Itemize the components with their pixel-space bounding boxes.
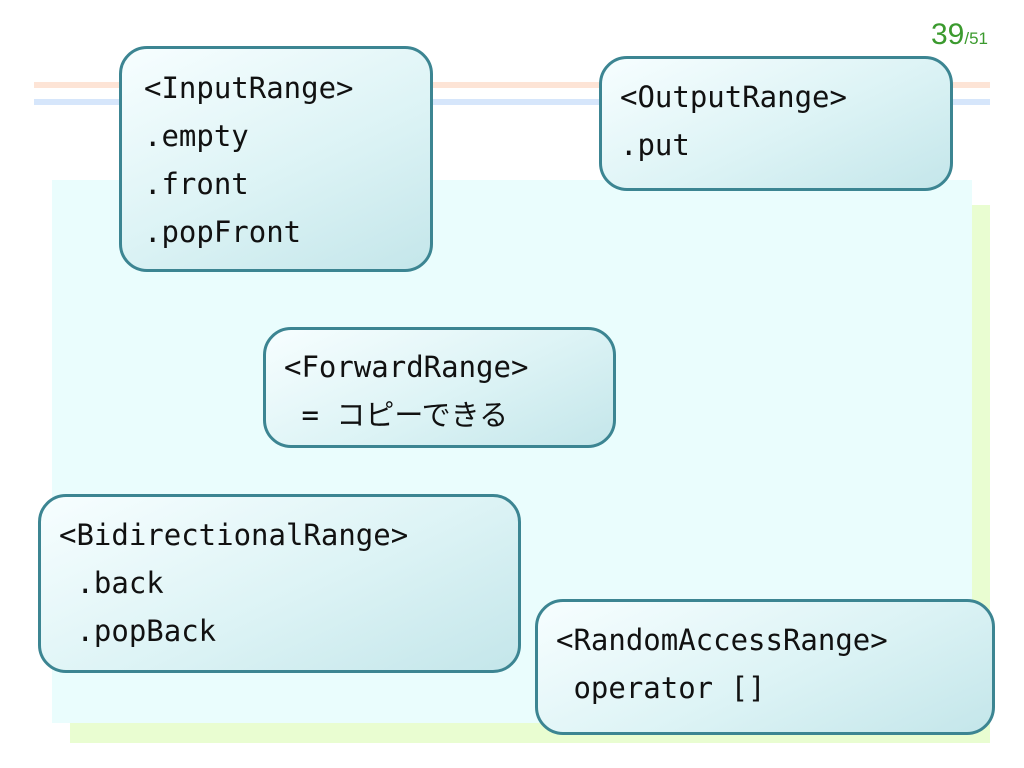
input-range-popfront: .popFront: [144, 215, 302, 249]
output-range-box: <OutputRange> .put: [599, 56, 953, 191]
bidirectional-range-popback: .popBack: [59, 614, 217, 648]
input-range-front: .front: [144, 167, 249, 201]
output-range-title: <OutputRange>: [620, 80, 847, 114]
page-total: /51: [964, 29, 988, 48]
forward-range-title: <ForwardRange>: [284, 350, 529, 384]
bidirectional-range-box: <BidirectionalRange> .back .popBack: [38, 494, 521, 673]
header-stripe-blue: [34, 99, 990, 105]
forward-range-copyable: コピーできる: [336, 398, 509, 432]
forward-range-equals: =: [284, 398, 337, 432]
input-range-empty: .empty: [144, 119, 249, 153]
random-access-range-operator: operator []: [556, 671, 766, 705]
forward-range-note-line: = コピーできる: [284, 391, 595, 439]
header-stripe-orange: [34, 82, 990, 88]
bidirectional-range-back: .back: [59, 566, 164, 600]
input-range-title: <InputRange>: [144, 71, 354, 105]
forward-range-box: <ForwardRange> = コピーできる: [263, 327, 616, 448]
input-range-box: <InputRange> .empty .front .popFront: [119, 46, 433, 272]
random-access-range-box: <RandomAccessRange> operator []: [535, 599, 995, 735]
page-number: 39/51: [931, 18, 988, 52]
page-current: 39: [930, 18, 965, 51]
bidirectional-range-title: <BidirectionalRange>: [59, 518, 409, 552]
random-access-range-title: <RandomAccessRange>: [556, 623, 888, 657]
output-range-put: .put: [620, 128, 690, 162]
